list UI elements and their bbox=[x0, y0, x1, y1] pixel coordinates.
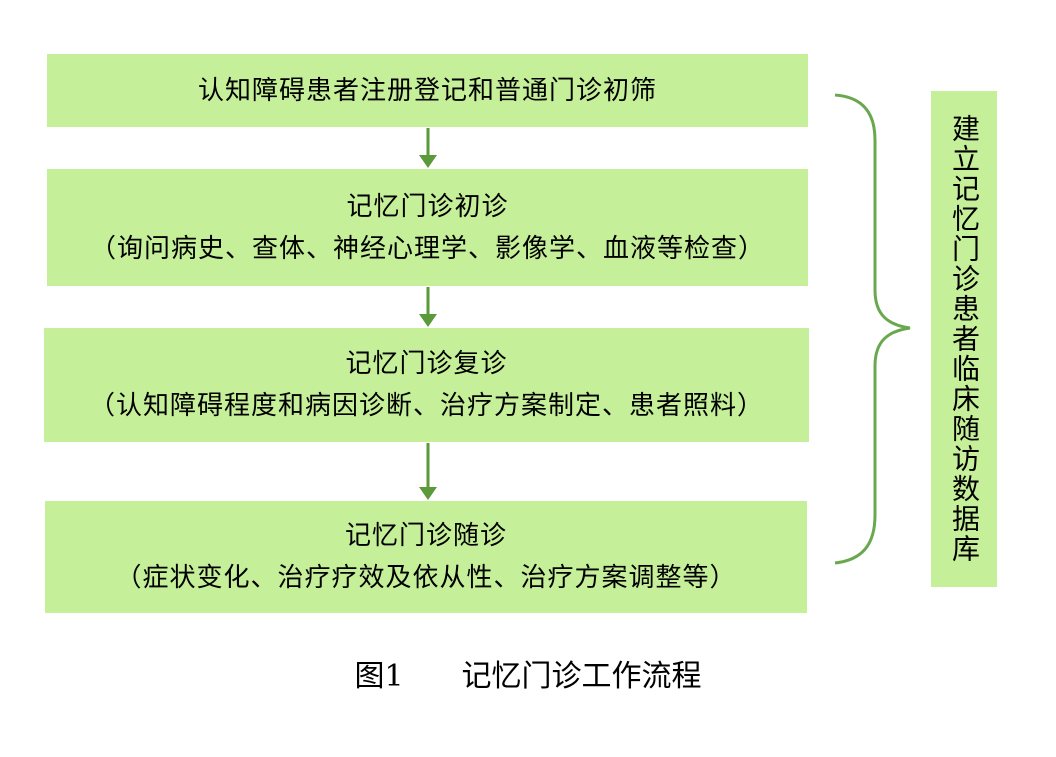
step-4-title: 记忆门诊随诊 bbox=[344, 521, 507, 551]
step-2-box: 记忆门诊初诊 （询问病史、查体、神经心理学、影像学、血液等检查） bbox=[47, 169, 808, 286]
step-4-detail: （症状变化、治疗疗效及依从性、治疗方案调整等） bbox=[115, 563, 737, 593]
step-3-title: 记忆门诊复诊 bbox=[345, 349, 508, 379]
figure-caption: 图1 记忆门诊工作流程 bbox=[0, 655, 1056, 699]
database-label: 建立记忆门诊患者临床随访数据库 bbox=[948, 114, 981, 564]
figure-title: 记忆门诊工作流程 bbox=[461, 659, 702, 694]
step-3-box: 记忆门诊复诊 （认知障碍程度和病因诊断、治疗方案制定、患者照料） bbox=[44, 328, 809, 442]
step-2-title: 记忆门诊初诊 bbox=[346, 191, 509, 222]
figure-number: 图1 bbox=[354, 659, 404, 694]
arrowhead-step-2-to-3 bbox=[419, 314, 437, 327]
database-label-box: 建立记忆门诊患者临床随访数据库 bbox=[931, 91, 997, 587]
arrowhead-step-3-to-4 bbox=[419, 487, 437, 500]
step-4-box: 记忆门诊随诊 （症状变化、治疗疗效及依从性、治疗方案调整等） bbox=[45, 501, 807, 613]
step-1-title: 认知障碍患者注册登记和普通门诊初筛 bbox=[197, 75, 657, 106]
arrowhead-step-1-to-2 bbox=[419, 155, 437, 168]
step-3-detail: （认知障碍程度和病因诊断、治疗方案制定、患者照料） bbox=[88, 391, 764, 421]
step-2-detail: （询问病史、查体、神经心理学、影像学、血液等检查） bbox=[89, 233, 765, 264]
right-curly-brace bbox=[834, 93, 911, 565]
step-1-box: 认知障碍患者注册登记和普通门诊初筛 bbox=[47, 54, 808, 127]
